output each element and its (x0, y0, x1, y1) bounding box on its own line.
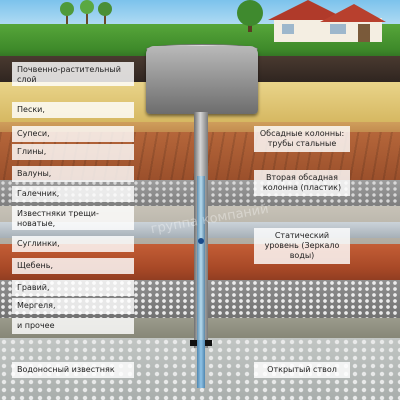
layer-label-topsoil: Почвенно-растительный слой (12, 62, 134, 86)
layer-label-gravel: Гравий, (12, 280, 134, 296)
layer-label-marls: Мергеля, (12, 298, 134, 314)
layer-label-other: и прочее (12, 318, 134, 334)
component-label-open-hole: Открытый ствол (254, 362, 350, 378)
tree-illustration (237, 0, 263, 32)
layer-label-boulders: Валуны, (12, 166, 134, 182)
layer-label-sandy-loam: Супеси, (12, 126, 134, 142)
component-label-casing-steel: Обсадные колонны: трубы стальные (254, 126, 350, 152)
trees-illustration (60, 0, 112, 24)
layer-label-clays: Глины, (12, 144, 134, 160)
layer-label-limestones: Известняки трещи-новатые, (12, 206, 134, 230)
layer-label-rubble: Щебень, (12, 258, 134, 274)
layer-label-pebbles: Галечник, (12, 186, 134, 202)
layer-label-aquifer-limestone: Водоносный известняк (12, 362, 134, 378)
layer-label-loams: Суглинки, (12, 236, 134, 252)
component-label-static-level: Статический уровень (Зеркало воды) (254, 228, 350, 264)
plastic-casing-pipe (197, 176, 205, 348)
layer-label-sands: Пески, (12, 102, 134, 118)
component-label-casing-plastic: Вторая обсадная колонна (пластик) (254, 170, 350, 196)
well-caisson (146, 46, 258, 114)
static-level-marker (198, 238, 204, 244)
open-hole-bore (197, 340, 205, 388)
house-illustration (268, 0, 386, 42)
